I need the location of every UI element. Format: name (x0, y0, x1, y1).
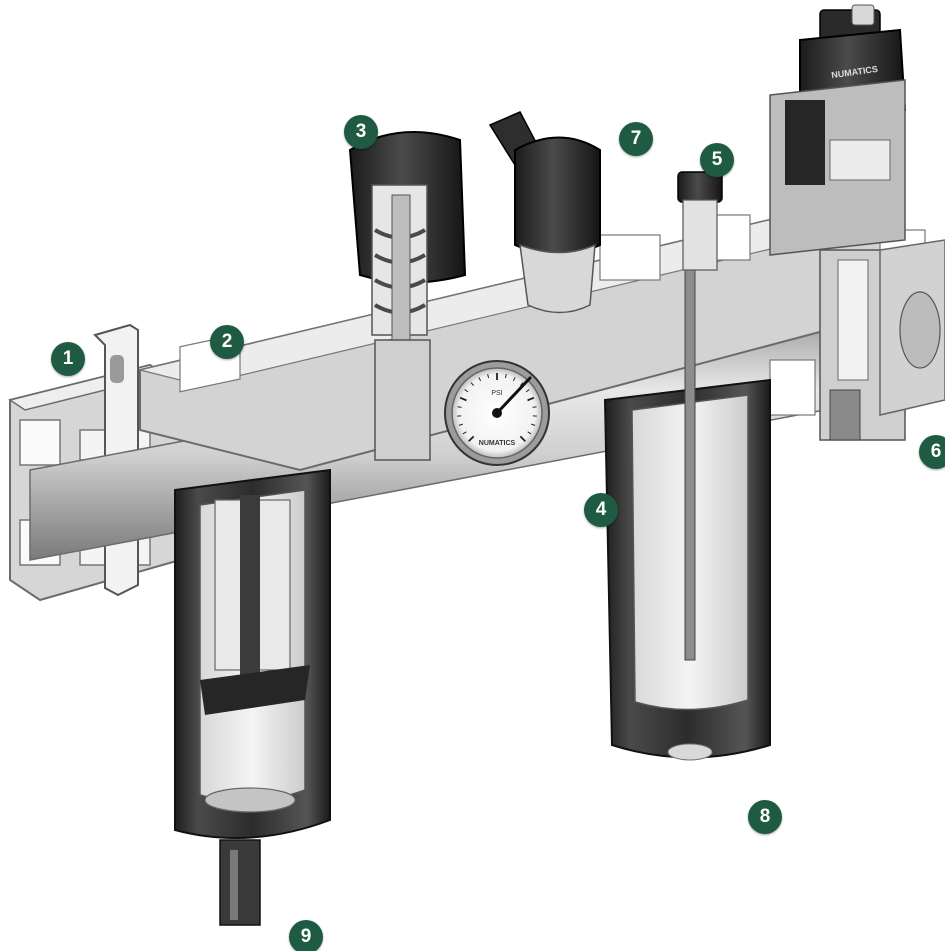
gauge-tick (532, 406, 537, 408)
gauge-ticks (457, 373, 537, 442)
filter-bowl (174, 468, 331, 926)
callout-5: 5 (700, 143, 734, 177)
lubricator-bowl (603, 189, 771, 761)
callout-label: 1 (62, 348, 74, 369)
gauge-tick (464, 389, 469, 393)
gauge-tick (527, 431, 532, 435)
gauge-unit-label: PSI (491, 390, 502, 397)
gauge-tick (457, 406, 462, 408)
gauge-tick (487, 373, 490, 379)
gauge-tick (470, 382, 475, 386)
oil-feed-dome (677, 171, 723, 271)
callout-2: 2 (210, 325, 244, 359)
callout-label: 9 (300, 926, 312, 947)
callout-4: 4 (584, 493, 618, 527)
callout-label: 2 (221, 331, 233, 352)
callout-7: 7 (619, 122, 653, 156)
gauge-tick (519, 382, 524, 386)
callout-label: 6 (930, 441, 942, 462)
callout-6: 6 (919, 435, 945, 469)
callout-8: 8 (748, 800, 782, 834)
callout-label: 3 (355, 121, 367, 142)
gauge-tick (478, 377, 482, 382)
callout-label: 4 (595, 499, 607, 520)
gauge-brand-label: NUMATICS (479, 440, 516, 447)
gauge-tick (462, 431, 467, 435)
gauge-tick (504, 373, 507, 379)
gauge-tick (459, 396, 467, 402)
callout-label: 7 (630, 128, 642, 149)
gauge-tick (527, 396, 535, 402)
gauge-tick (458, 423, 463, 426)
solenoid-center (488, 111, 601, 314)
gauge-tick (512, 377, 516, 382)
gauge-tick (531, 423, 536, 426)
solenoid-valve: NUMATICS (769, 4, 907, 441)
gauge-tick (519, 435, 526, 442)
outlet-port-block (879, 239, 945, 416)
gauge-tick (525, 389, 530, 393)
callout-label: 5 (711, 149, 723, 170)
callout-label: 8 (759, 806, 771, 827)
callout-1: 1 (51, 342, 85, 376)
gauge-tick (468, 435, 475, 442)
callout-3: 3 (344, 115, 378, 149)
callout-9: 9 (289, 920, 323, 951)
pressure-gauge: PSI NUMATICS (444, 360, 550, 466)
regulator (348, 131, 467, 461)
